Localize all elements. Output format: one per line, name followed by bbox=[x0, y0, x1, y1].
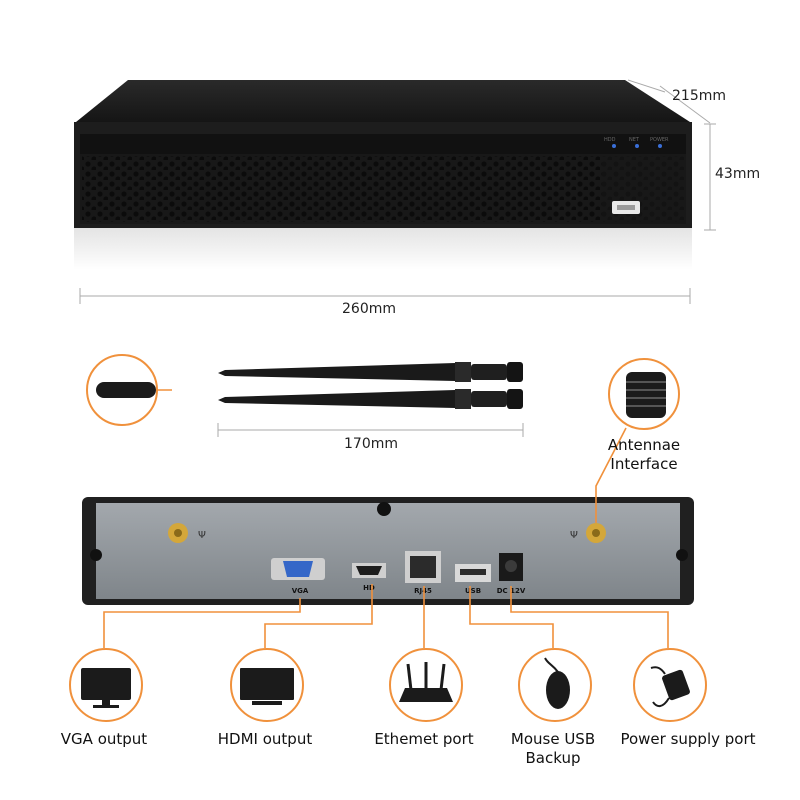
nvr-back-panel: Ψ Ψ VGA HD RJ45 USB DC 12V bbox=[82, 497, 694, 605]
router-icon bbox=[399, 662, 453, 702]
output-label-vga: VGA output bbox=[60, 730, 148, 748]
output-label-power: Power supply port bbox=[620, 730, 756, 748]
output-label-ethernet: Ethemet port bbox=[374, 730, 474, 748]
net-led bbox=[635, 144, 639, 148]
depth-label: 215mm bbox=[672, 88, 726, 104]
output-circle-power bbox=[633, 648, 707, 722]
mouse-icon bbox=[544, 657, 570, 709]
port-label-usb: USB bbox=[465, 587, 481, 595]
port-label-rj45: RJ45 bbox=[414, 587, 432, 595]
output-circle-hdmi bbox=[230, 648, 304, 722]
tv-icon bbox=[240, 668, 294, 705]
hdd-led bbox=[612, 144, 616, 148]
nvr-front-device bbox=[74, 80, 692, 270]
port-label-hd: HD bbox=[363, 584, 375, 592]
output-label-hdmi: HDMI output bbox=[217, 730, 313, 748]
output-circle-vga bbox=[69, 648, 143, 722]
port-label-vga: VGA bbox=[292, 587, 309, 595]
output-circle-ethernet bbox=[389, 648, 463, 722]
indicator-label-net: NET bbox=[629, 137, 639, 143]
antenna-interface-callout bbox=[608, 358, 680, 430]
callout-lines bbox=[103, 389, 669, 648]
height-label: 43mm bbox=[715, 166, 761, 182]
monitor-icon bbox=[81, 668, 131, 708]
antenna-tip-icon bbox=[96, 382, 156, 398]
antenna-tip-callout bbox=[86, 354, 158, 426]
antenna-pair bbox=[218, 362, 523, 409]
antenna-connector-icon bbox=[626, 372, 666, 418]
power-adapter-icon bbox=[650, 666, 690, 708]
depth-dimension-line bbox=[659, 85, 711, 124]
svg-text:Ψ: Ψ bbox=[198, 530, 206, 541]
antenna-interface-label: Antennae Interface bbox=[607, 436, 681, 473]
indicator-label-power: POWER bbox=[650, 137, 669, 143]
width-label: 260mm bbox=[342, 301, 396, 317]
output-label-usb: Mouse USB Backup bbox=[510, 730, 596, 767]
antenna-length-label: 170mm bbox=[344, 436, 398, 452]
indicator-label-hdd: HDD bbox=[604, 137, 616, 143]
output-circle-usb bbox=[518, 648, 592, 722]
power-led bbox=[658, 144, 662, 148]
svg-text:Ψ: Ψ bbox=[570, 530, 578, 541]
